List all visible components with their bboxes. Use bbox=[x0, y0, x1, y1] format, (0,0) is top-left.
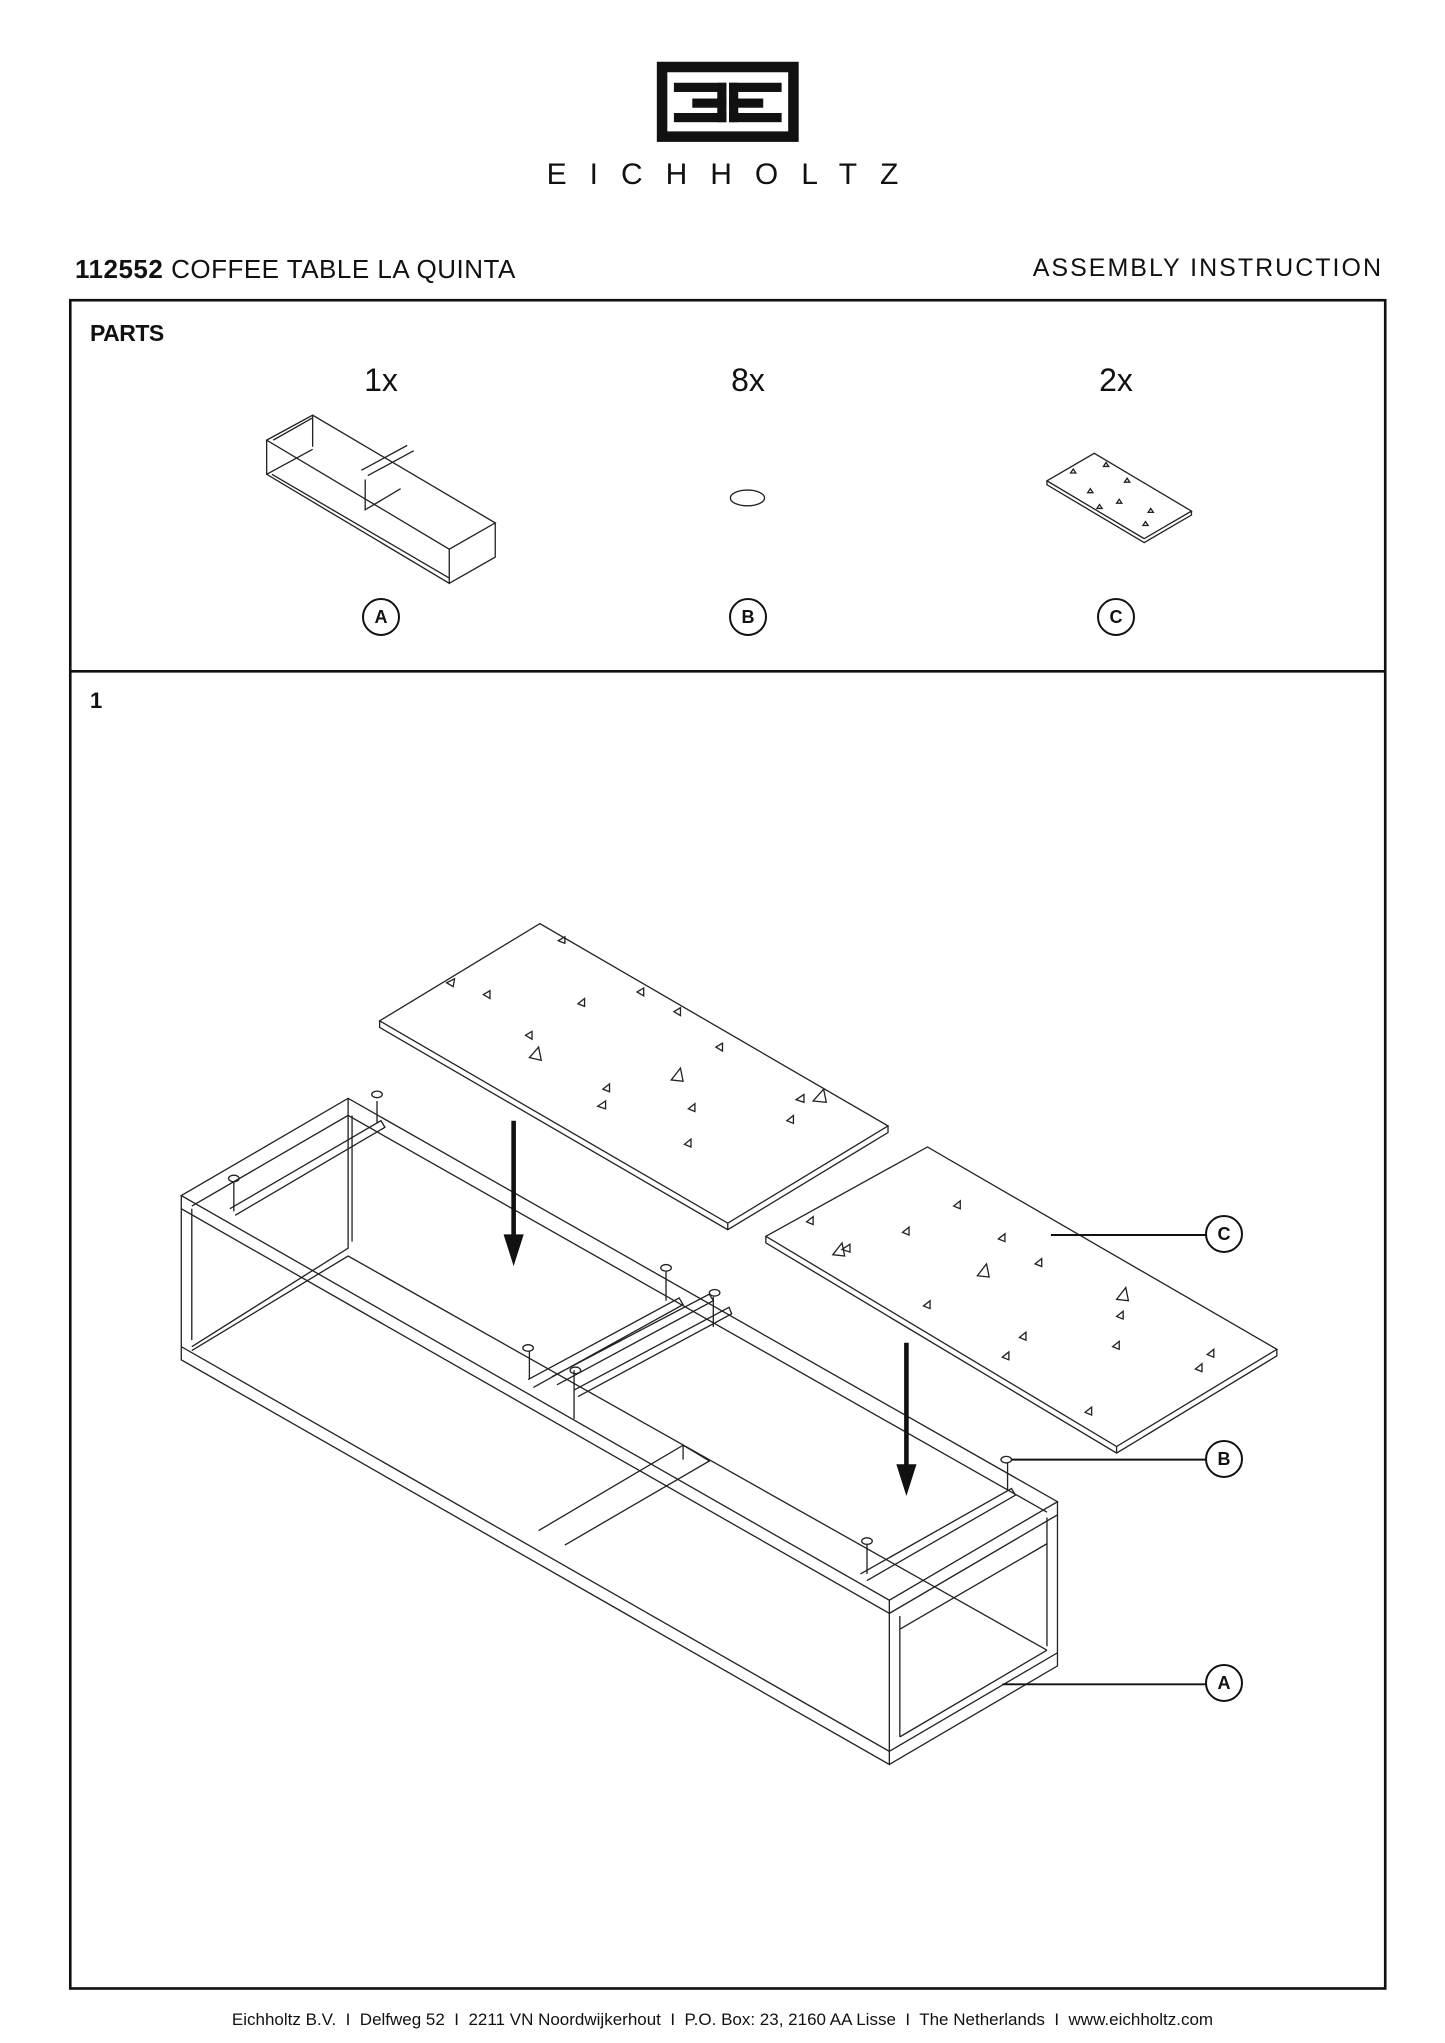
part-a-frame-illustration bbox=[265, 414, 497, 585]
product-name: COFFEE TABLE LA QUINTA bbox=[171, 254, 516, 284]
step-number: 1 bbox=[90, 688, 103, 713]
part-a-quantity: 1x bbox=[364, 362, 398, 398]
callout-a: A bbox=[1205, 1664, 1243, 1702]
frame-a-main bbox=[179, 1090, 1059, 1766]
panel-c-right bbox=[764, 1146, 1279, 1454]
callout-b: B bbox=[1205, 1440, 1243, 1478]
down-arrow-icon bbox=[503, 1120, 524, 1267]
document-type: ASSEMBLY INSTRUCTION bbox=[1032, 254, 1383, 282]
part-c-label: C bbox=[1097, 598, 1135, 636]
instruction-frame bbox=[68, 298, 1387, 1990]
part-a-label: A bbox=[362, 598, 400, 636]
callout-c: C bbox=[1205, 1215, 1243, 1253]
part-b-label: B bbox=[729, 598, 767, 636]
part-c-quantity: 2x bbox=[1099, 362, 1133, 398]
product-code: 112552 bbox=[75, 254, 164, 284]
product-title: 112552 COFFEE TABLE LA QUINTA bbox=[75, 254, 516, 285]
footer-address: Eichholtz B.V. I Delfweg 52 I 2211 VN No… bbox=[231, 2010, 1214, 2029]
part-b-bumper-illustration bbox=[729, 489, 766, 507]
eichholtz-logo bbox=[656, 61, 799, 142]
part-c-panel-illustration bbox=[1045, 452, 1193, 544]
part-b-quantity: 8x bbox=[731, 362, 765, 398]
panel-c-left bbox=[378, 922, 890, 1231]
parts-heading: PARTS bbox=[90, 320, 164, 346]
brand-name: EICHHOLTZ bbox=[546, 158, 922, 191]
down-arrow-icon bbox=[896, 1342, 917, 1496]
